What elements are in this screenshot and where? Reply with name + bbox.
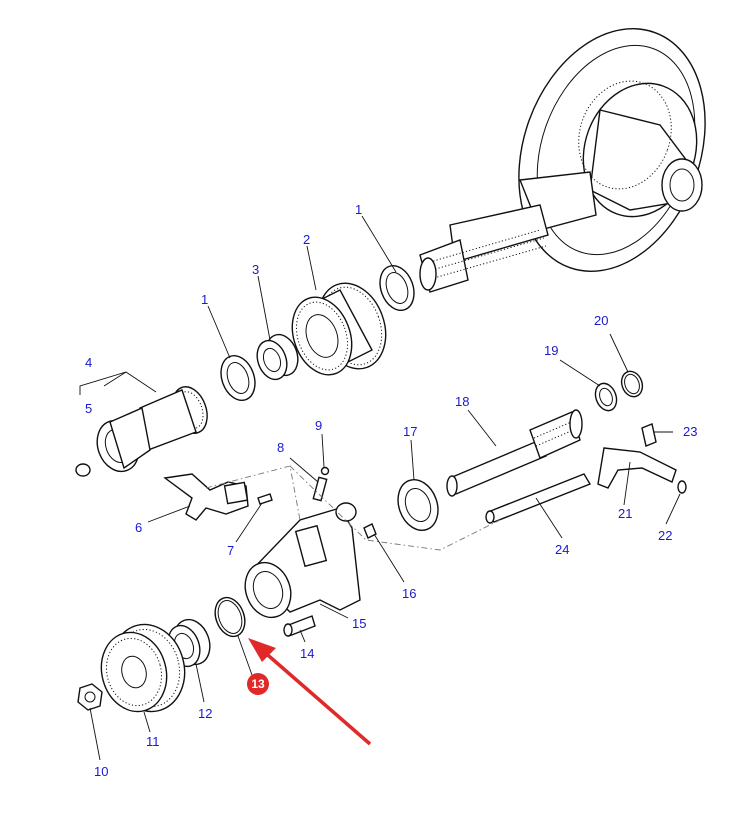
callout-labels: 1 2 3 1 4 5 6 7 8 9 10 11 12 14 15 16 17… xyxy=(85,202,697,779)
nut-10 xyxy=(77,683,103,711)
label-11: 11 xyxy=(146,734,160,749)
label-20: 20 xyxy=(594,313,608,328)
highlight-arrow xyxy=(248,638,372,746)
label-8: 8 xyxy=(277,440,284,455)
washer-19 xyxy=(594,382,618,412)
label-18: 18 xyxy=(455,394,469,409)
label-3: 3 xyxy=(252,262,259,277)
sleeve-4 xyxy=(96,386,208,473)
gear-2 xyxy=(291,282,387,376)
bearing-3 xyxy=(256,333,299,381)
bearing-12 xyxy=(167,618,211,668)
splined-shaft-18 xyxy=(446,409,583,497)
highlight-badge-13: 13 xyxy=(247,673,269,695)
shift-fork-6 xyxy=(163,473,249,521)
o-ring-20 xyxy=(620,370,644,398)
label-17: 17 xyxy=(403,424,417,439)
label-13: 13 xyxy=(251,677,265,691)
highlight-arrow-head xyxy=(248,638,276,662)
label-4: 4 xyxy=(85,355,92,370)
label-15: 15 xyxy=(352,616,366,631)
label-5: 5 xyxy=(85,401,92,416)
pin-5 xyxy=(75,463,91,477)
label-6: 6 xyxy=(135,520,142,535)
label-23: 23 xyxy=(683,424,697,439)
drive-hub-disc xyxy=(419,28,706,293)
roll-pin-8 xyxy=(312,476,328,502)
o-ring-13 xyxy=(214,596,246,638)
label-7: 7 xyxy=(227,543,234,558)
highlight-arrow-shaft xyxy=(260,648,372,746)
dowel-16 xyxy=(363,523,377,539)
label-14: 14 xyxy=(300,646,314,661)
label-2: 2 xyxy=(303,232,310,247)
ring-22 xyxy=(677,480,687,494)
ball-9 xyxy=(320,466,330,476)
label-1-lower: 1 xyxy=(201,292,208,307)
screw-23 xyxy=(641,423,657,447)
leader-lines xyxy=(79,215,681,761)
washer-1-upper xyxy=(379,265,415,311)
label-1-upper: 1 xyxy=(355,202,362,217)
seal-17 xyxy=(397,479,439,531)
gear-11 xyxy=(100,623,186,713)
housing-15 xyxy=(244,502,361,619)
alignment-dash-line xyxy=(205,465,501,551)
label-22: 22 xyxy=(658,528,672,543)
rod-24 xyxy=(485,473,592,524)
pin-7 xyxy=(257,493,273,505)
label-21: 21 xyxy=(618,506,632,521)
label-10: 10 xyxy=(94,764,108,779)
lever-21 xyxy=(597,447,677,489)
label-24: 24 xyxy=(555,542,569,557)
label-9: 9 xyxy=(315,418,322,433)
label-19: 19 xyxy=(544,343,558,358)
label-16: 16 xyxy=(402,586,416,601)
bolt-14 xyxy=(283,615,316,637)
badge-circle xyxy=(247,673,269,695)
label-12: 12 xyxy=(198,706,212,721)
washer-1-lower xyxy=(220,355,256,401)
